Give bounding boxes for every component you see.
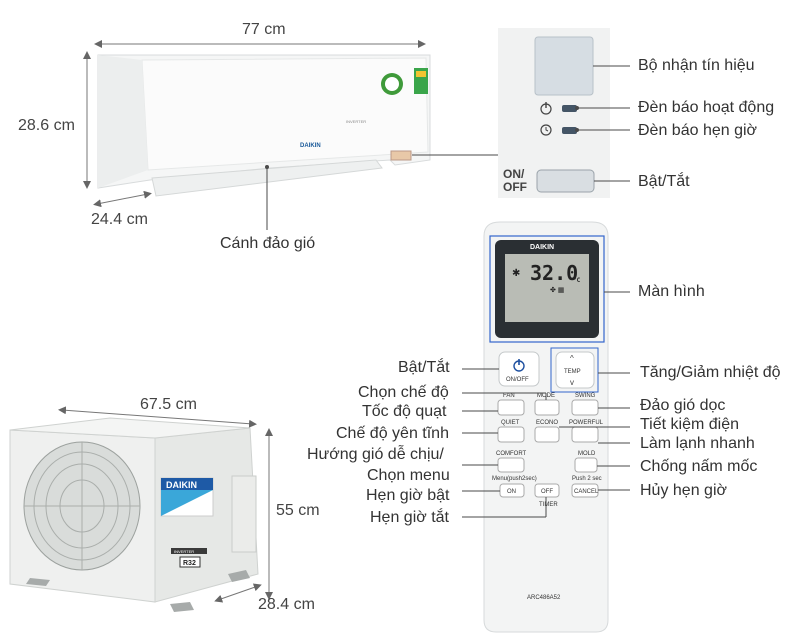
timer-on-label: Hẹn giờ bật [366, 487, 450, 504]
indoor-depth-line [93, 190, 152, 208]
svg-text:OFF: OFF [541, 489, 553, 495]
panel-onoff-label: Bật/Tắt [638, 173, 690, 190]
remote-onoff-text: ON/OFF [506, 377, 529, 383]
powerful-label: Làm lạnh nhanh [640, 435, 755, 452]
svg-text:DAIKIN: DAIKIN [166, 480, 197, 490]
svg-text:SWING: SWING [575, 393, 596, 399]
indoor-inverter: INVERTER [346, 119, 366, 124]
remote-temp: 32.0 [530, 261, 578, 285]
mold-label: Chống nấm mốc [640, 458, 758, 475]
indoor-height-label: 28.6 cm [18, 117, 75, 134]
outdoor-unit: DAIKIN INVERTER R32 [9, 417, 259, 612]
operation-lamp [562, 105, 577, 112]
screen-label: Màn hình [638, 283, 705, 300]
outdoor-depth-label: 28.4 cm [258, 596, 315, 613]
remote-onoff-label: Bật/Tắt [398, 359, 450, 376]
svg-text:QUIET: QUIET [501, 420, 520, 426]
power-icon [540, 102, 552, 115]
outdoor-height-label: 55 cm [276, 502, 320, 519]
econo-label: Tiết kiệm điện [640, 416, 739, 433]
signal-receiver [534, 36, 594, 96]
service-panel [231, 475, 257, 553]
temp-label: Tăng/Giảm nhiệt độ [640, 364, 781, 381]
quiet-label: Chế độ yên tĩnh [336, 425, 449, 442]
indoor-panel [498, 28, 610, 198]
louver-label: Cánh đảo gió [220, 235, 316, 252]
remote-brand: DAIKIN [530, 244, 554, 251]
remote-temp-text: TEMP [564, 369, 581, 375]
svg-text:Menu(push2sec): Menu(push2sec) [492, 476, 537, 482]
panel-onoff-button[interactable] [536, 169, 595, 193]
svg-text:TIMER: TIMER [539, 502, 558, 508]
remote-model: ARC486A52 [527, 595, 561, 601]
mode-label: Chọn chế độ [358, 384, 449, 401]
remote-timer-off-button[interactable] [534, 483, 560, 498]
svg-text:Push 2 sec: Push 2 sec [572, 476, 602, 482]
remote-fan-button[interactable] [497, 399, 525, 416]
remote-econo-button[interactable] [534, 426, 560, 443]
remote-mold-button[interactable] [574, 457, 598, 473]
indoor-display-icon [390, 150, 412, 161]
outdoor-width-line [58, 406, 257, 428]
indoor-width-label: 77 cm [242, 21, 286, 38]
clock-icon [540, 124, 552, 136]
outdoor-depth-line [214, 583, 262, 603]
comfort-label-line2: Chọn menu [367, 467, 450, 484]
remote-comfort-button[interactable] [497, 457, 525, 473]
fan-lcd-icon: ✤ ▦ [550, 286, 564, 294]
svg-text:ECONO: ECONO [536, 420, 558, 426]
svg-text:INVERTER: INVERTER [174, 549, 194, 554]
timer-off-label: Hẹn giờ tắt [370, 509, 449, 526]
remote-quiet-button[interactable] [497, 426, 525, 443]
remote-lcd [505, 254, 589, 322]
svg-text:COMFORT: COMFORT [496, 451, 527, 457]
svg-text:R32: R32 [183, 560, 196, 567]
remote-unit: °C [573, 277, 581, 284]
remote-screen-frame [489, 235, 605, 343]
indoor-brand: DAIKIN [300, 143, 321, 149]
comfort-label-line1: Hướng gió dễ chịu/ [307, 446, 444, 463]
svg-text:ON: ON [507, 489, 516, 495]
snow-icon: ✱ [512, 268, 520, 279]
outdoor-width-label: 67.5 cm [140, 396, 197, 413]
panel-onoff-text-bottom: OFF [503, 180, 527, 194]
operation-lamp-label: Đèn báo hoạt động [638, 99, 775, 116]
remote-temp-button[interactable] [555, 351, 595, 389]
remote-mode-button[interactable] [534, 399, 560, 416]
svg-text:CANCEL: CANCEL [574, 489, 599, 495]
temp-down-icon: v [570, 378, 574, 387]
remote-powerful-button[interactable] [571, 426, 599, 443]
temp-up-icon: ^ [570, 354, 574, 363]
svg-text:POWERFUL: POWERFUL [569, 420, 604, 426]
timer-lamp-label: Đèn báo hẹn giờ [638, 122, 758, 139]
panel-onoff-text-top: ON/ [503, 167, 525, 181]
indoor-unit: DAIKIN INVERTER [97, 54, 431, 197]
receiver-label: Bộ nhận tín hiệu [638, 57, 755, 74]
indoor-depth-label: 24.4 cm [91, 211, 148, 228]
svg-text:FAN: FAN [503, 393, 515, 399]
svg-text:MOLD: MOLD [578, 451, 596, 457]
fan-label: Tốc độ quạt [362, 403, 447, 420]
timer-lamp [562, 127, 577, 134]
remote-temp-frame [550, 347, 599, 393]
remote-swing-button[interactable] [571, 399, 599, 416]
cancel-label: Hủy hẹn giờ [640, 482, 727, 499]
swing-label: Đảo gió dọc [640, 397, 726, 414]
remote-power-icon [513, 359, 525, 372]
